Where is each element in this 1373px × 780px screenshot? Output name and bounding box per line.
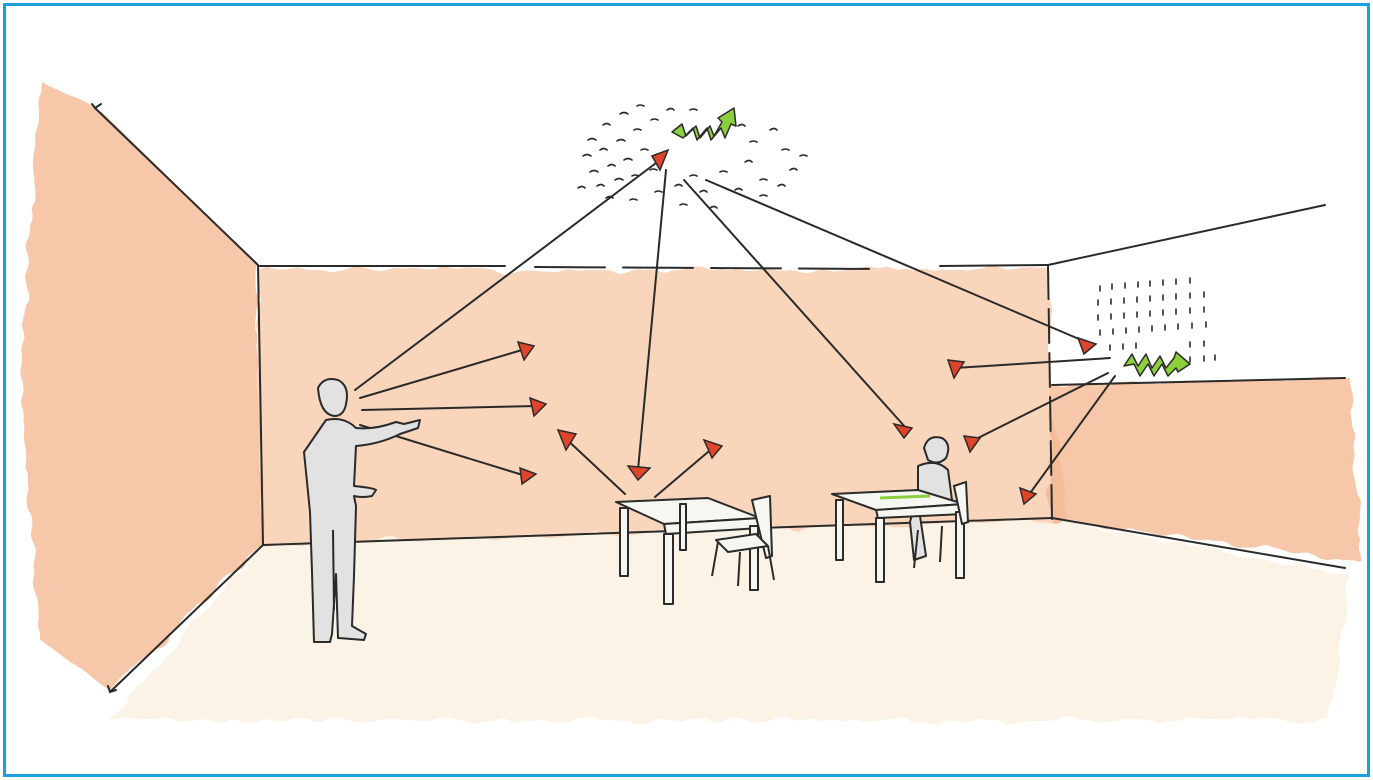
ceiling-right-edge (1048, 205, 1325, 265)
reflection-marker (652, 150, 668, 170)
wall-absorber-dots (1098, 278, 1215, 362)
wall-absorber-icon (1124, 352, 1190, 376)
reflection-marker (1078, 338, 1096, 354)
ceiling-absorber-dots (578, 105, 807, 208)
ceiling-absorber-icon (672, 108, 736, 140)
